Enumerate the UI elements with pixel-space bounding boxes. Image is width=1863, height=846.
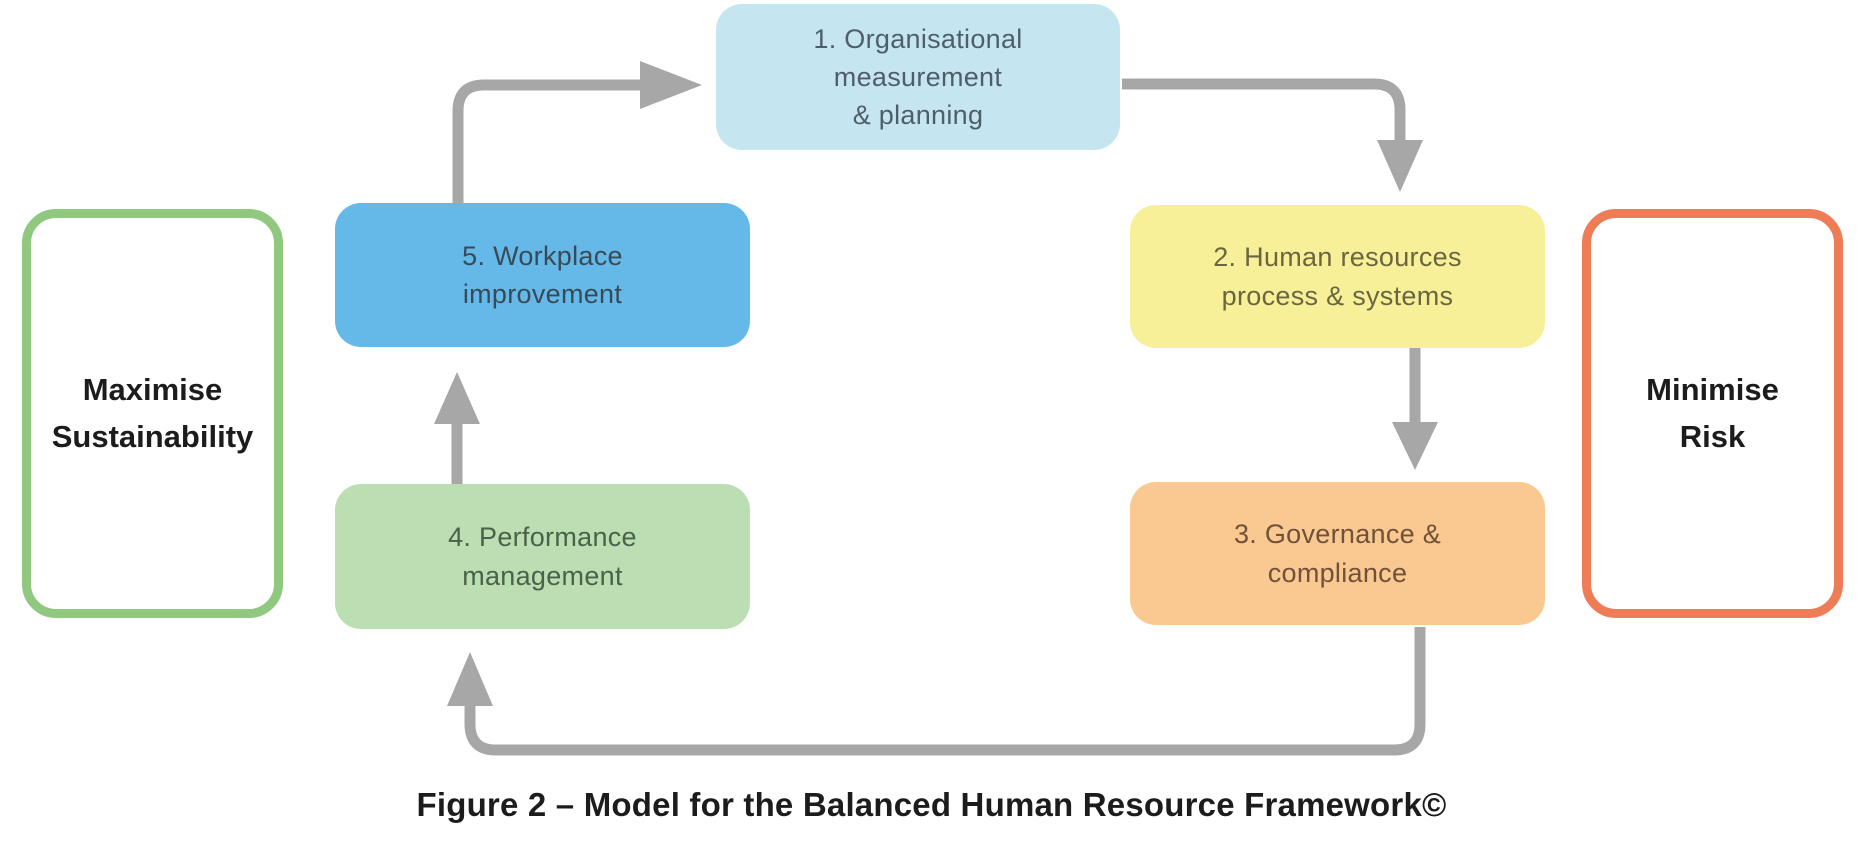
arrow-line [452, 79, 640, 205]
arrow-line [464, 627, 1426, 756]
outcome-minimise-risk: Minimise Risk [1582, 209, 1843, 618]
arrow-performance-to-workplace [434, 372, 480, 485]
arrow-workplace-to-organisational [452, 61, 702, 205]
arrow-head-up-icon [434, 372, 480, 424]
arrow-organisational-to-hr [1122, 78, 1423, 192]
node-performance-management: 4. Performance management [335, 484, 750, 629]
arrow-head-down-icon [1377, 140, 1423, 192]
arrow-hr-to-governance [1392, 348, 1438, 470]
node-organisational-measurement-planning: 1. Organisational measurement & planning [716, 4, 1120, 150]
arrow-head-down-icon [1392, 422, 1438, 470]
arrow-head-up-icon [447, 652, 493, 706]
arrow-governance-to-performance [447, 627, 1426, 756]
arrow-line [1122, 78, 1406, 140]
arrow-head-right-icon [640, 61, 702, 109]
node-governance-compliance: 3. Governance & compliance [1130, 482, 1545, 625]
node-hr-process-systems: 2. Human resources process & systems [1130, 205, 1545, 348]
figure-caption: Figure 2 – Model for the Balanced Human … [416, 786, 1447, 823]
node-workplace-improvement: 5. Workplace improvement [335, 203, 750, 347]
outcome-maximise-sustainability: Maximise Sustainability [22, 209, 283, 618]
